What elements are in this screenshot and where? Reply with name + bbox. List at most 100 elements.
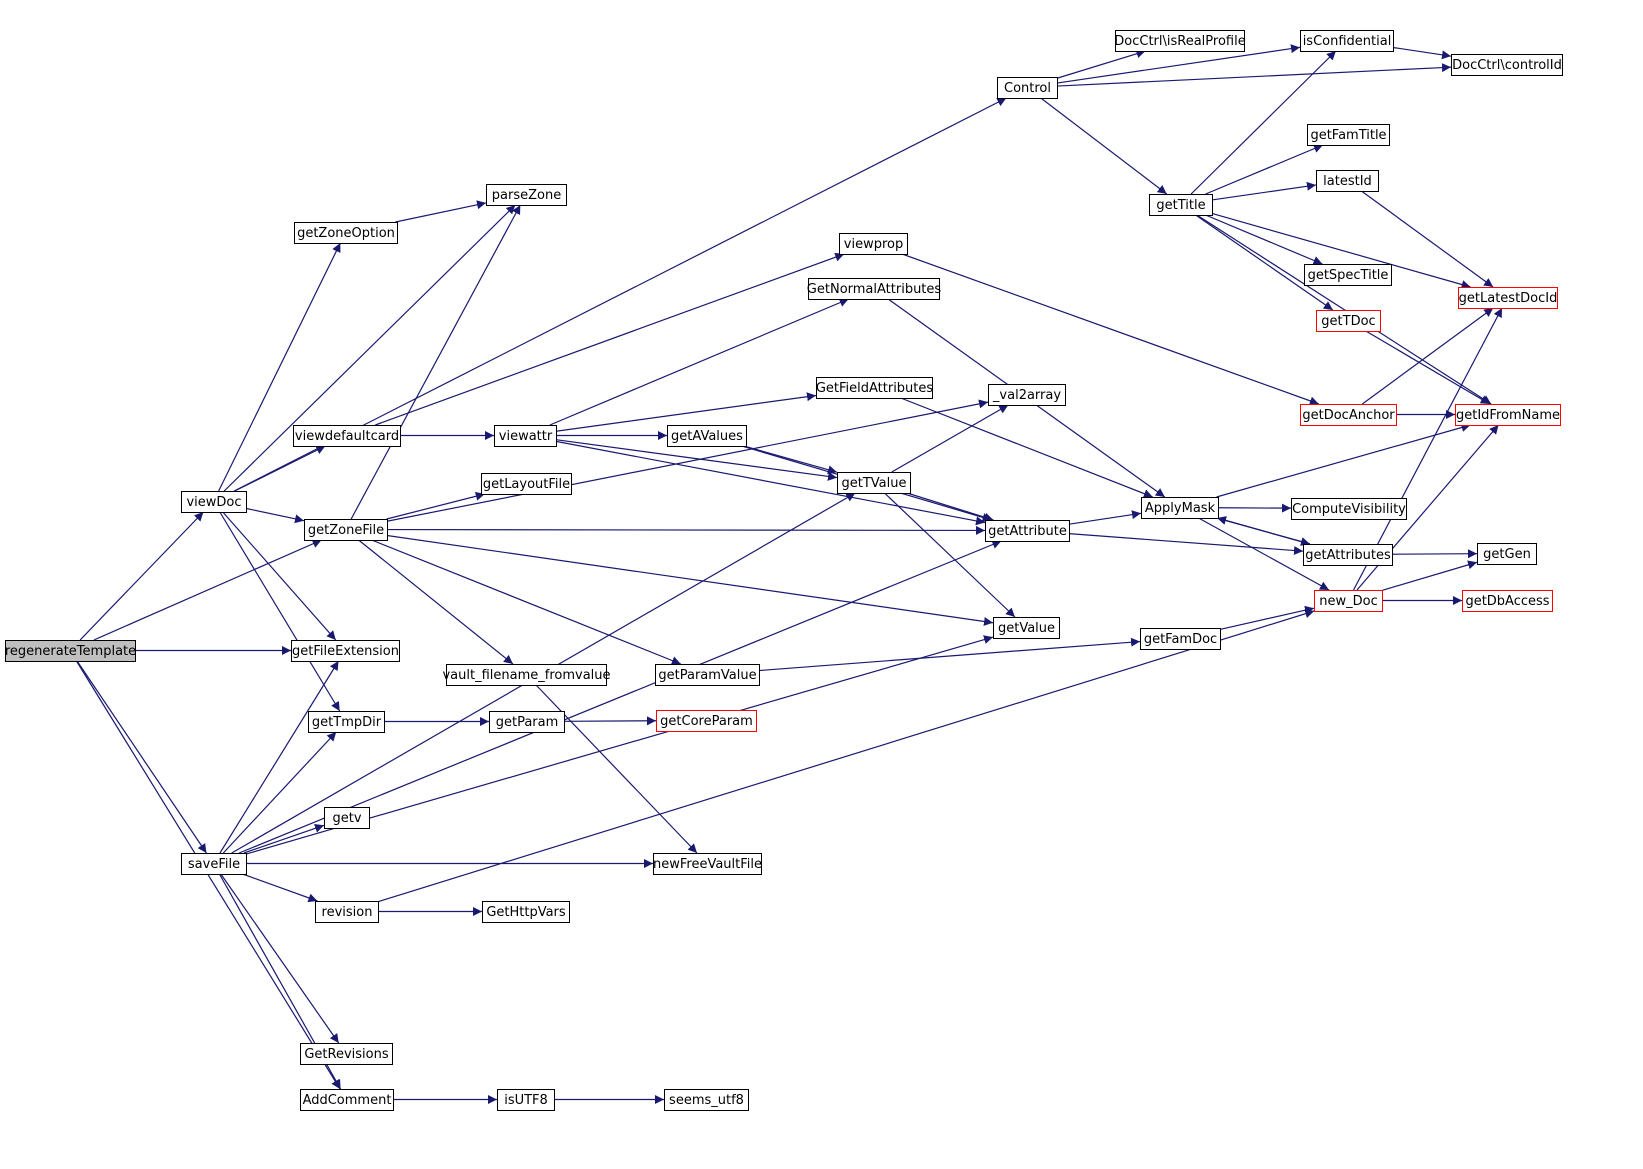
node-getParamValue[interactable]: getParamValue: [655, 664, 760, 686]
node-getParam[interactable]: getParam: [489, 711, 565, 733]
edge-getAttributes-to-ApplyMask: [1216, 516, 1311, 545]
edge-saveFile-to-GetRevisions: [220, 873, 340, 1044]
node-saveFile[interactable]: saveFile: [181, 853, 247, 875]
node-seems_utf8[interactable]: seems_utf8: [664, 1089, 749, 1111]
node-box: [1458, 287, 1558, 309]
node-getZoneFile[interactable]: getZoneFile: [304, 519, 388, 541]
edge-getTValue-to-getValue: [884, 492, 1016, 618]
node-viewprop[interactable]: viewprop: [839, 233, 908, 255]
node-getTitle[interactable]: getTitle: [1149, 194, 1213, 216]
node-label: viewdefaultcard: [295, 429, 399, 444]
node-box: [324, 807, 370, 829]
node-label: getParamValue: [658, 668, 756, 683]
node-getAttribute[interactable]: getAttribute: [985, 520, 1070, 542]
node-box: [300, 1043, 393, 1065]
node-GetFieldAttributes[interactable]: GetFieldAttributes: [816, 377, 934, 399]
node-getCoreParam[interactable]: getCoreParam: [656, 710, 757, 732]
edge-getTitle-to-isConfidential: [1190, 50, 1337, 195]
edge-Control-to-isConfidential: [1056, 44, 1301, 84]
node-label: saveFile: [188, 857, 240, 872]
node-_val2array[interactable]: _val2array: [988, 384, 1066, 406]
edge-viewDoc-to-viewdefaultcard: [234, 445, 326, 492]
node-getDbAccess[interactable]: getDbAccess: [1462, 590, 1553, 612]
node-regenerateTemplate[interactable]: regenerateTemplate: [5, 640, 136, 662]
node-box: [1304, 264, 1392, 286]
node-box: [293, 425, 401, 447]
edge-saveFile-to-getv: [243, 823, 325, 854]
edge-viewattr-to-getAttribute: [555, 440, 986, 526]
node-box: [294, 222, 398, 244]
node-getGen[interactable]: getGen: [1477, 543, 1537, 565]
node-DocCtrlisRealProfile[interactable]: DocCtrl\isRealProfile: [1114, 30, 1246, 52]
node-GetHttpVars[interactable]: GetHttpVars: [482, 901, 570, 923]
node-getTValue[interactable]: getTValue: [837, 472, 911, 494]
node-box: [839, 233, 908, 255]
node-parseZone[interactable]: parseZone: [486, 184, 567, 206]
node-getZoneOption[interactable]: getZoneOption: [294, 222, 398, 244]
node-getIdFromName[interactable]: getIdFromName: [1455, 404, 1561, 426]
node-new_Doc[interactable]: new_Doc: [1314, 590, 1383, 612]
node-vault_filename_fromvalue[interactable]: vault_filename_fromvalue: [442, 664, 611, 686]
node-box: [446, 664, 607, 686]
node-box: [482, 901, 570, 923]
node-box: [653, 853, 762, 875]
node-box: [1300, 404, 1397, 426]
node-AddComment[interactable]: AddComment: [300, 1089, 394, 1111]
node-box: [5, 640, 136, 662]
node-getValue[interactable]: getValue: [993, 617, 1060, 639]
node-getAValues[interactable]: getAValues: [667, 425, 747, 447]
node-getSpecTitle[interactable]: getSpecTitle: [1304, 264, 1392, 286]
node-label: getSpecTitle: [1308, 268, 1389, 283]
node-getFamTitle[interactable]: getFamTitle: [1307, 124, 1390, 146]
edge-getZoneOption-to-parseZone: [395, 200, 487, 223]
node-isUTF8[interactable]: isUTF8: [497, 1089, 555, 1111]
edge-getTitle-to-getIdFromName: [1196, 214, 1492, 405]
node-viewdefaultcard[interactable]: viewdefaultcard: [293, 425, 401, 447]
node-getFamDoc[interactable]: getFamDoc: [1140, 628, 1221, 650]
node-DocCtrlcontrolId[interactable]: DocCtrl\controlId: [1451, 54, 1563, 76]
node-viewDoc[interactable]: viewDoc: [181, 491, 247, 513]
node-getLatestDocId[interactable]: getLatestDocId: [1458, 287, 1558, 309]
node-label: getFamTitle: [1310, 128, 1386, 143]
edge-new_Doc-to-getGen: [1381, 560, 1478, 591]
node-label: Control: [1004, 81, 1051, 96]
edge-getZoneFile-to-_val2array: [386, 399, 989, 522]
node-Control[interactable]: Control: [997, 77, 1058, 99]
node-getLayoutFile[interactable]: getLayoutFile: [481, 473, 572, 495]
node-getAttributes[interactable]: getAttributes: [1303, 544, 1393, 566]
node-box: [494, 425, 557, 447]
node-box: [497, 1089, 555, 1111]
edge-getZoneFile-to-getLayoutFile: [386, 491, 485, 520]
edge-getTValue-to-getAttribute: [906, 492, 994, 522]
edge-viewDoc-to-getZoneFile: [245, 507, 305, 524]
node-ComputeVisibility[interactable]: ComputeVisibility: [1291, 498, 1407, 520]
node-getTmpDir[interactable]: getTmpDir: [308, 711, 385, 733]
edge-saveFile-to-getValue: [245, 635, 994, 855]
node-box: [997, 77, 1058, 99]
node-latestId[interactable]: latestId: [1316, 170, 1379, 192]
node-box: [1477, 543, 1537, 565]
node-getTDoc[interactable]: getTDoc: [1316, 310, 1381, 332]
edge-getParamValue-to-getFamDoc: [758, 637, 1141, 672]
edge-getZoneFile-to-vault_filename_fromvalue: [358, 539, 514, 665]
node-getFileExtension[interactable]: getFileExtension: [291, 640, 400, 662]
node-label: AddComment: [303, 1093, 392, 1108]
node-label: getTValue: [842, 476, 907, 491]
node-box: [1316, 170, 1379, 192]
node-label: latestId: [1323, 174, 1372, 189]
node-newFreeVaultFile[interactable]: newFreeVaultFile: [653, 853, 762, 875]
node-ApplyMask[interactable]: ApplyMask: [1141, 497, 1219, 519]
node-getv[interactable]: getv: [324, 807, 370, 829]
node-revision[interactable]: revision: [315, 901, 379, 923]
edge-getTitle-to-latestId: [1211, 181, 1317, 201]
node-getDocAnchor[interactable]: getDocAnchor: [1300, 404, 1397, 426]
edge-GetFieldAttributes-to-ApplyMask: [900, 397, 1153, 498]
node-box: [1462, 590, 1553, 612]
edge-viewDoc-to-getTmpDir: [219, 511, 341, 712]
node-box: [1451, 54, 1563, 76]
node-viewattr[interactable]: viewattr: [494, 425, 557, 447]
edge-regenerateTemplate-to-viewDoc: [79, 511, 204, 641]
node-isConfidential[interactable]: isConfidential: [1300, 30, 1394, 52]
node-GetNormalAttributes[interactable]: GetNormalAttributes: [807, 278, 942, 300]
node-GetRevisions[interactable]: GetRevisions: [300, 1043, 393, 1065]
